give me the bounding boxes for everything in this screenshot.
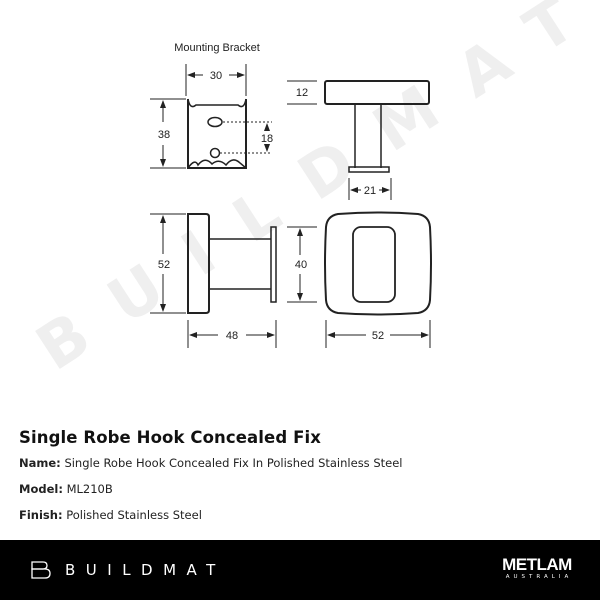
product-model-row: Model: ML210B xyxy=(19,482,579,496)
footer-bar xyxy=(0,540,600,600)
technical-drawing: BUILDMAT Mounting Bracket xyxy=(23,0,600,385)
dim-bracket-height: 38 xyxy=(158,129,170,141)
dim-side-base-height: 40 xyxy=(295,259,307,271)
product-title: Single Robe Hook Concealed Fix xyxy=(19,428,321,447)
dim-top-thickness: 12 xyxy=(296,87,308,99)
dim-side-height: 52 xyxy=(158,259,170,271)
buildmat-logo: BUILDMAT xyxy=(31,561,226,579)
dim-top-base-width: 21 xyxy=(364,185,376,197)
model-value: ML210B xyxy=(66,482,113,496)
bracket-label: Mounting Bracket xyxy=(174,42,260,54)
dim-front-width: 52 xyxy=(372,330,384,342)
dim-hole-spacing: 18 xyxy=(261,133,273,145)
product-finish-row: Finish: Polished Stainless Steel xyxy=(19,508,579,522)
metlam-wordmark: METLAM xyxy=(502,555,572,574)
model-label: Model: xyxy=(19,482,63,496)
name-label: Name: xyxy=(19,456,61,470)
product-name-row: Name: Single Robe Hook Concealed Fix In … xyxy=(19,456,579,470)
product-info: Single Robe Hook Concealed Fix Name: Sin… xyxy=(19,428,579,534)
metlam-subtitle: AUSTRALIA xyxy=(505,574,573,580)
dim-side-depth: 48 xyxy=(226,330,238,342)
drawing-svg: Mounting Bracket xyxy=(150,42,432,348)
name-value: Single Robe Hook Concealed Fix In Polish… xyxy=(64,456,403,470)
metlam-logo: METLAM AUSTRALIA xyxy=(498,556,576,580)
dim-bracket-width: 30 xyxy=(210,70,222,82)
finish-label: Finish: xyxy=(19,508,63,522)
buildmat-wordmark: BUILDMAT xyxy=(65,561,226,579)
finish-value: Polished Stainless Steel xyxy=(66,508,202,522)
buildmat-b-icon xyxy=(31,561,51,579)
